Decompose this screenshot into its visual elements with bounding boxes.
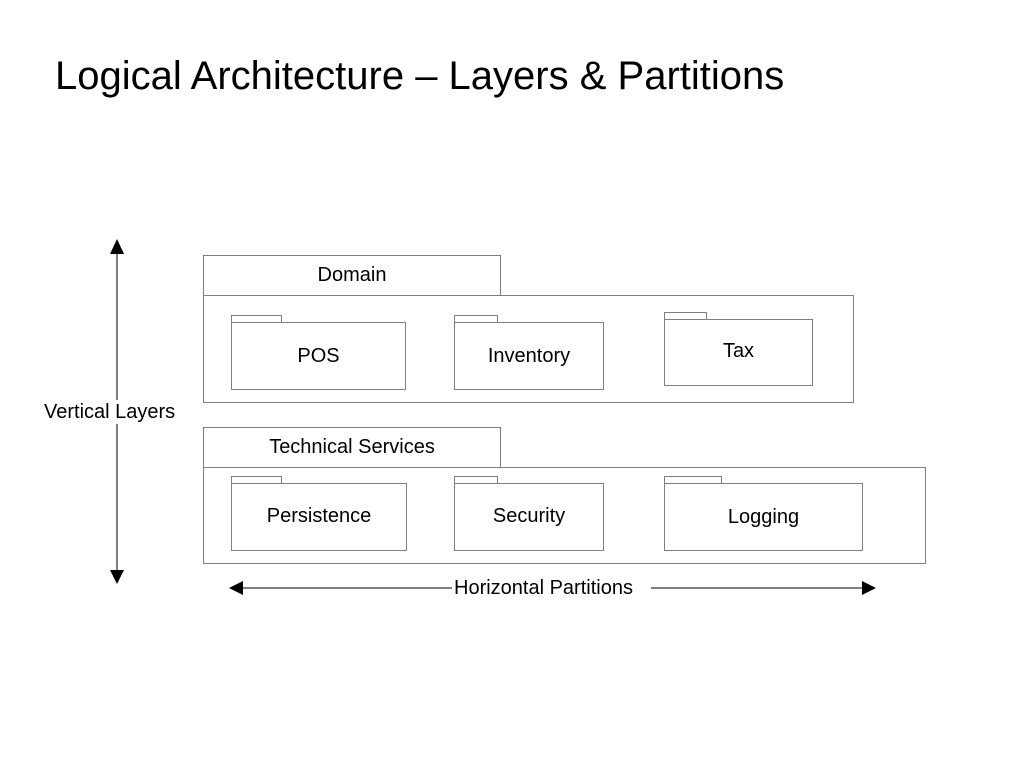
package-body: Inventory: [454, 322, 604, 390]
layer-domain-tab: Domain: [203, 255, 501, 296]
package-body: Persistence: [231, 483, 407, 551]
package-label: Persistence: [266, 505, 372, 527]
layer-domain-label: Domain: [317, 264, 387, 286]
package-label: Logging: [727, 505, 800, 528]
package-body: Tax: [664, 319, 813, 386]
package-label: Security: [492, 505, 566, 527]
package-body: POS: [231, 322, 406, 390]
vertical-layers-label: Vertical Layers: [44, 401, 176, 423]
horizontal-partitions-label: Horizontal Partitions: [454, 577, 633, 599]
package-body: Logging: [664, 483, 863, 551]
package-label: POS: [297, 344, 340, 367]
layer-technical-services-label: Technical Services: [269, 436, 435, 458]
package-tab: [454, 315, 498, 323]
package-tab: [664, 312, 707, 320]
package-label: Inventory: [487, 344, 571, 367]
package-body: Security: [454, 483, 604, 551]
package-tab: [664, 476, 722, 484]
package-tab: [231, 476, 282, 484]
package-label: Tax: [722, 340, 755, 362]
package-tab: [231, 315, 282, 323]
package-tab: [454, 476, 498, 484]
layer-technical-services-tab: Technical Services: [203, 427, 501, 468]
vertical-layers-arrow: [110, 239, 124, 584]
horizontal-partitions-arrow: [229, 581, 876, 595]
slide-title: Logical Architecture – Layers & Partitio…: [55, 54, 785, 98]
